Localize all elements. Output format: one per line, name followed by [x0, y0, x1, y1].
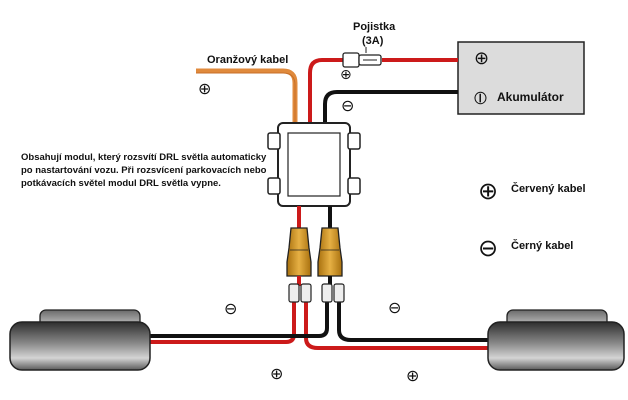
red-wire-right-lamp — [304, 300, 490, 350]
right-connector — [317, 227, 343, 277]
module-description-line3: potkávacích světel modul DRL světla vypn… — [21, 178, 221, 189]
lower-wires — [145, 300, 490, 350]
right-plus-icon: ⊕ — [406, 366, 419, 385]
fuse-title: Pojistka — [353, 21, 396, 33]
black-wire-to-battery — [323, 90, 458, 123]
black-wire-left-lamp — [145, 300, 329, 338]
legend-plus-icon: ⊕ — [478, 177, 498, 205]
battery-plus-icon: ⊕ — [474, 48, 489, 69]
battery-label: Akumulátor — [497, 90, 564, 104]
battery-body — [457, 41, 585, 115]
fuse: Pojistka (3A) — [342, 21, 396, 68]
left-plus-icon: ⊕ — [270, 364, 283, 383]
left-drl-lamp — [9, 309, 151, 371]
legend-red-label: Červený kabel — [511, 182, 586, 195]
battery: ⊕ ⦶ Akumulátor — [457, 41, 585, 115]
right-drl-lamp — [487, 309, 625, 371]
legend-minus-icon: ⊖ — [478, 234, 498, 262]
orange-cable-label: Oranžový kabel — [207, 54, 288, 66]
fuse-rating: (3A) — [362, 35, 384, 47]
battery-minus-icon: ⦶ — [474, 88, 487, 109]
module-description-line1: Obsahují modul, který rozsvítí DRL světl… — [21, 152, 267, 163]
module-description-line2: po nastartování vozu. Při rozsvícení par… — [21, 165, 267, 176]
left-connector — [286, 227, 312, 277]
legend: ⊕ Červený kabel ⊖ Černý kabel — [478, 177, 586, 262]
wire-terminals — [288, 283, 345, 303]
fuse-plus-icon: ⊕ — [340, 67, 352, 83]
top-wires — [196, 58, 458, 125]
red-wire-to-fuse — [308, 58, 346, 123]
drl-module — [267, 122, 361, 207]
top-minus-icon: ⊖ — [341, 96, 354, 115]
left-minus-icon: ⊖ — [224, 299, 237, 318]
legend-black-label: Černý kabel — [511, 239, 573, 252]
orange-plus-icon: ⊕ — [198, 79, 211, 98]
right-minus-icon: ⊖ — [388, 298, 401, 317]
black-wire-right-lamp — [337, 300, 490, 342]
module-connectors — [286, 206, 343, 286]
